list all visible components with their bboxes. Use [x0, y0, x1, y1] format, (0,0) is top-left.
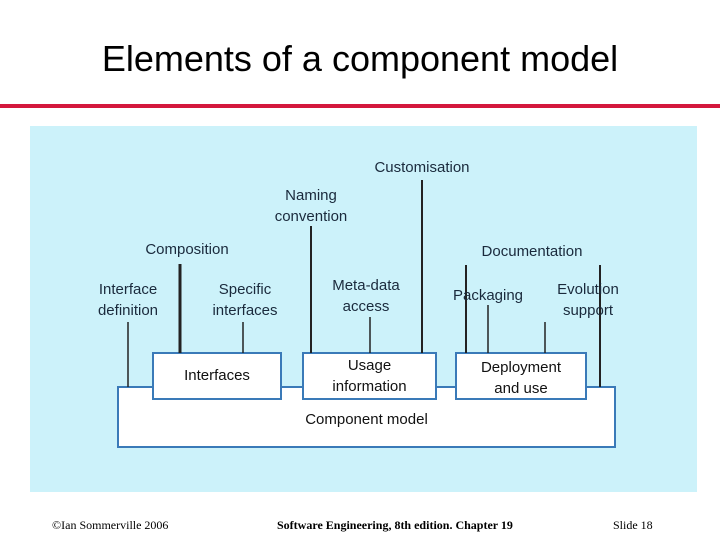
title-rule	[0, 104, 720, 108]
packaging-label: Packaging	[452, 287, 524, 304]
usage-information-box	[302, 352, 437, 400]
specific-line2: interfaces	[212, 302, 278, 319]
customisation-label: Customisation	[374, 159, 470, 176]
naming-line2: convention	[274, 208, 348, 225]
deployment-label: Deployment and use	[456, 357, 586, 399]
deployment-box	[455, 352, 587, 400]
naming-convention-label: Naming convention	[251, 185, 371, 227]
interface-def-line2: definition	[97, 302, 159, 319]
usage-line1: Usage	[347, 357, 392, 374]
slide-title: Elements of a component model	[101, 38, 619, 79]
deployment-line2: and use	[494, 380, 548, 397]
component-model-label: Component model	[305, 411, 428, 428]
specific-interfaces-label: Specific interfaces	[195, 279, 295, 321]
footer-copyright: ©Ian Sommerville 2006	[52, 518, 169, 532]
composition-label: Composition	[145, 241, 229, 258]
usage-information-label: Usage information	[303, 355, 436, 397]
evolution-support-label: Evolution support	[538, 279, 638, 321]
usage-line2: information	[332, 378, 407, 395]
interfaces-label: Interfaces	[184, 367, 250, 384]
footer-book: Software Engineering, 8th edition. Chapt…	[277, 518, 513, 532]
metadata-access-label: Meta-data access	[316, 275, 416, 317]
interface-def-line1: Interface	[98, 281, 158, 298]
metadata-line1: Meta-data	[332, 277, 400, 294]
interfaces-box	[152, 352, 282, 400]
evolution-line1: Evolution	[557, 281, 619, 298]
documentation-label: Documentation	[481, 243, 583, 260]
deployment-line1: Deployment	[480, 359, 562, 376]
metadata-line2: access	[342, 298, 390, 315]
naming-line1: Naming	[285, 187, 337, 204]
specific-line1: Specific	[218, 281, 272, 298]
interface-definition-label: Interface definition	[78, 279, 178, 321]
footer-slide-number: Slide 18	[613, 518, 653, 532]
evolution-line2: support	[562, 302, 614, 319]
